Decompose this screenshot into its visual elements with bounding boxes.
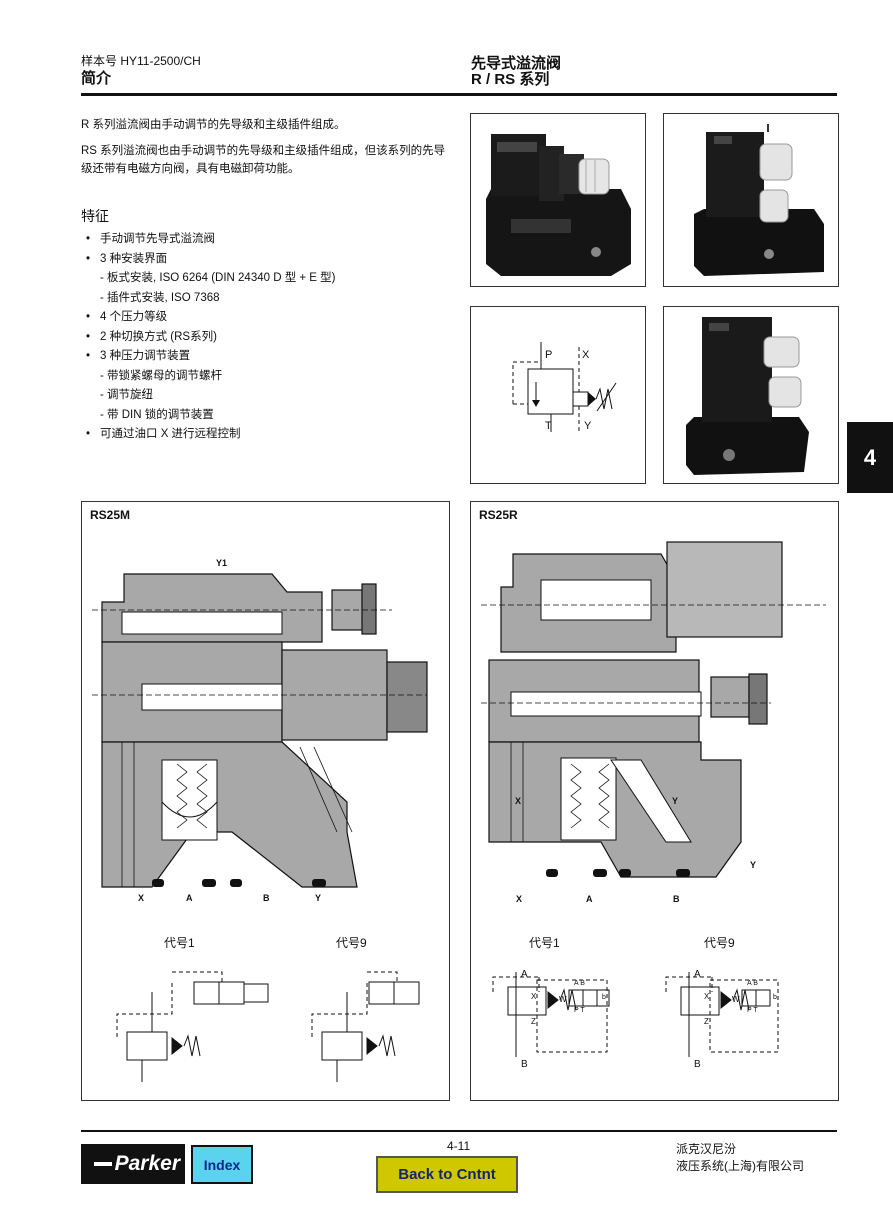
rs25r-sym-pt: P T [574,1007,585,1014]
rs25r-sym-z: Z [531,1017,536,1026]
feature-item: 手动调节先导式溢流阀 [86,230,456,250]
features-title: 特征 [81,208,109,224]
symbol-label-t: T [545,420,552,432]
rs25m-title: RS25M [90,508,131,522]
rs25r-sym9-b2: b [773,994,777,1001]
rs25r-caption-code9: 代号9 [704,936,735,950]
rs25r-side-label-x: X [515,796,522,806]
rs25r-port-b: B [673,894,680,904]
rs25r-sym-ab: A B [574,980,585,987]
parker-logo-stripe [93,1162,112,1166]
footer-rule [81,1130,837,1132]
intro-paragraph-2: RS 系列溢流阀也由手动调节的先导级和主级插件组成，但该系列的先导级还带有电磁方… [81,145,446,175]
catalog-number: 样本号 HY11-2500/CH [81,54,201,68]
symbol-label-y: Y [584,420,592,432]
rs25m-label-y1: Y1 [216,558,228,568]
section-title: 简介 [81,70,112,87]
rs25m-diagram: RS25M [81,501,450,1101]
intro-paragraph-1: R 系列溢流阀由手动调节的先导级和主级插件组成。 [81,119,346,131]
feature-item: 3 种安装界面 [86,250,456,270]
feature-subitem: - 调节旋纽 [100,389,154,401]
features-list: 手动调节先导式溢流阀 3 种安装界面 - 板式安装, ISO 6264 (DIN… [86,230,456,445]
company-name-full: 液压系统(上海)有限公司 [676,1159,804,1173]
feature-subitem: - 带锁紧螺母的调节螺杆 [100,369,223,382]
index-button[interactable]: Index [191,1145,253,1184]
product-photo-r-series [470,113,646,287]
parker-logo-text: Parker [114,1152,180,1175]
rs25r-sym9-w: W [732,995,740,1004]
rs25r-title: RS25R [479,508,518,522]
rs25r-port-x: X [516,894,523,904]
rs25m-port-y: Y [315,893,322,903]
rs25r-sym-b2: b [602,994,606,1001]
rs25r-sym-w: W [559,995,567,1004]
rs25r-sym9-z: Z [704,1017,709,1026]
rs25r-caption-code1: 代号1 [529,936,560,950]
rs25m-port-a: A [186,893,193,903]
symbol-label-p: P [545,349,553,361]
rs25r-side-label-y: Y [672,796,679,806]
page-number: 4-11 [447,1139,471,1153]
feature-subitem: - 带 DIN 锁的调节装置 [100,408,214,421]
rs25r-sym-b: B [521,1059,528,1070]
hydraulic-symbol: P X T Y [470,306,646,484]
feature-item: 可通过油口 X 进行远程控制 [86,425,456,445]
symbol-label-x: X [582,349,590,361]
parker-logo: Parker [81,1144,185,1184]
rs25m-port-b: B [263,893,270,903]
back-to-contents-button[interactable]: Back to Cntnt [376,1156,518,1193]
intro-text: R 系列溢流阀由手动调节的先导级和主级插件组成。 RS 系列溢流阀也由手动调节的… [81,116,453,186]
rs25r-port-a: A [586,894,593,904]
rs25r-sym9-ab: A B [747,980,758,987]
rs25r-diagram: RS25R [470,501,839,1101]
feature-item: 4 个压力等级 [86,308,456,328]
rs25r-sym9-x: X [704,992,710,1001]
feature-subitem: - 插件式安装, ISO 7368 [100,291,220,304]
company-name: 派克汉尼汾 [676,1142,737,1156]
rs25r-sym-a: A [521,969,528,980]
product-photo-rs-series [663,113,839,287]
rs25r-sym9-pt: P T [747,1007,758,1014]
page-series: R / RS 系列 [471,71,550,88]
feature-item: 3 种压力调节装置 [86,347,456,367]
feature-item: 2 种切换方式 (RS系列) [86,328,456,348]
rs25r-label-y: Y [750,860,757,870]
rs25r-sym9-b: B [694,1059,701,1070]
rs25r-sym-x: X [531,992,537,1001]
rs25m-caption-code9: 代号9 [336,936,367,950]
rs25m-caption-code1: 代号1 [164,936,195,950]
header-rule [81,93,837,96]
rs25r-sym9-a: A [694,969,701,980]
product-photo-rs-solenoid [663,306,839,484]
section-tab[interactable]: 4 [847,422,893,493]
feature-subitem: - 板式安装, ISO 6264 (DIN 24340 D 型 + E 型) [100,272,336,284]
page-title: 先导式溢流阀 [471,55,562,72]
rs25m-port-x: X [138,893,145,903]
